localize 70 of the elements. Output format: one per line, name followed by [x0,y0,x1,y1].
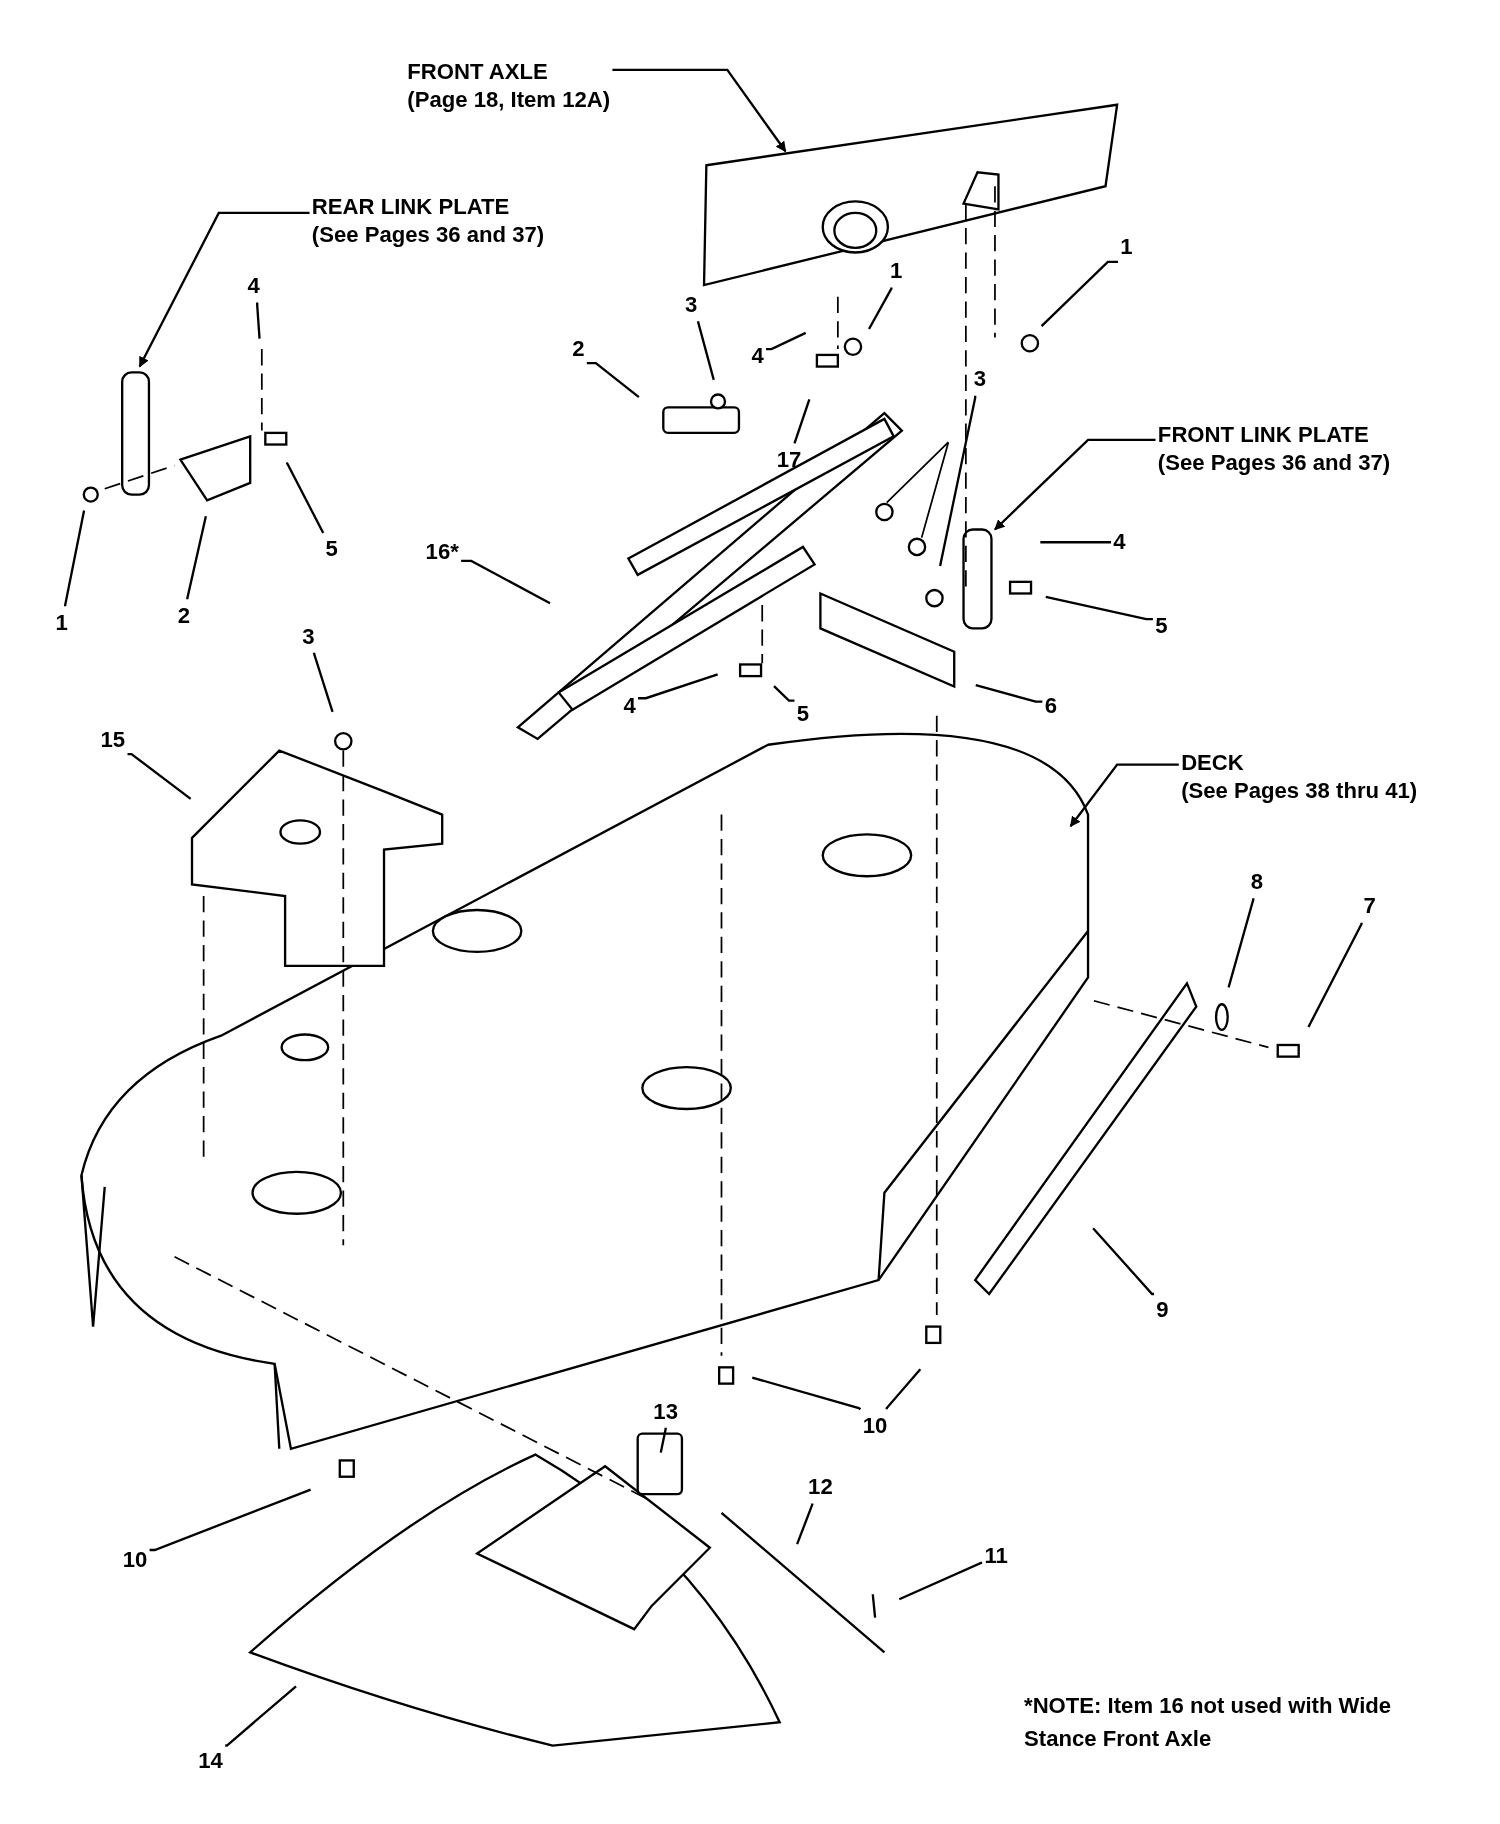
leader-line [1069,763,1179,828]
page-reference: (See Pages 36 and 37) [311,221,545,249]
leader-line [1040,260,1118,327]
page-reference: (See Pages 36 and 37) [1157,449,1391,477]
leader-line [1040,541,1111,544]
callout-number: 1 [55,608,68,637]
callout-number: 4 [1113,528,1126,557]
leader-line [285,461,325,534]
part-name: REAR LINK PLATE [311,193,511,221]
leader-line [751,1376,862,1411]
leader-line [975,684,1043,703]
part-name: DECK [1181,749,1245,777]
leader-line [612,68,787,153]
leader-line [697,321,715,381]
leader-line [256,302,261,339]
callout-number: 4 [751,342,764,371]
callout-number: 15 [100,726,126,755]
leader-line [766,331,807,351]
callout-number: 5 [796,700,810,729]
leader-line [186,516,207,600]
page-reference: (See Pages 38 thru 41) [1181,777,1418,805]
callout-number: 4 [623,692,636,721]
callout-number: 17 [776,445,802,474]
callout-number: 12 [808,1473,833,1502]
leader-line [461,559,551,605]
callout-number: 13 [653,1397,678,1426]
callout-number: 2 [177,601,190,630]
callout-number: 2 [572,335,585,364]
callout-number: 5 [1155,612,1168,641]
leader-line [659,1427,667,1453]
callout-number: 6 [1044,692,1057,721]
callout-number: 5 [325,535,338,564]
leader-line [1307,922,1363,1028]
callout-number: 8 [1250,868,1263,897]
leader-line [127,752,192,800]
leader-line [885,1368,922,1410]
leader-line [313,652,334,713]
leader-line [149,1488,312,1552]
leader-line [793,399,811,444]
part-name: FRONT AXLE [407,58,549,86]
leader-line [1045,595,1153,621]
callout-number: 1 [889,257,903,286]
callout-number: 4 [247,272,260,301]
callout-number: 9 [1156,1296,1169,1325]
leader-line [586,361,640,399]
callout-number: 14 [198,1746,223,1775]
leader-line [224,1685,297,1747]
callout-number: 7 [1363,892,1376,921]
leader-line [638,673,719,700]
leader-line [138,211,310,368]
part-name: FRONT LINK PLATE [1157,421,1370,449]
leader-line [773,685,795,702]
leader-line [64,510,86,607]
page-reference: (Page 18, Item 12A) [407,86,611,114]
leader-line [868,287,893,330]
leader-line [994,438,1156,531]
leader-line [796,1503,814,1545]
callout-number: 11 [984,1541,1008,1570]
callout-number: 16* [425,537,459,566]
leader-line [1092,1227,1155,1296]
leader-line [938,395,977,567]
callout-number: 3 [302,622,315,651]
callout-number: 10 [122,1546,148,1575]
callout-number: 1 [1120,232,1133,261]
leader-line [1227,898,1255,988]
callout-number: 10 [862,1411,888,1440]
callout-number: 3 [973,365,986,394]
footnote: *NOTE: Item 16 not used with Wide Stance Front Axle [1024,1692,1393,1753]
leader-line [898,1561,983,1601]
callout-number: 3 [685,290,698,319]
